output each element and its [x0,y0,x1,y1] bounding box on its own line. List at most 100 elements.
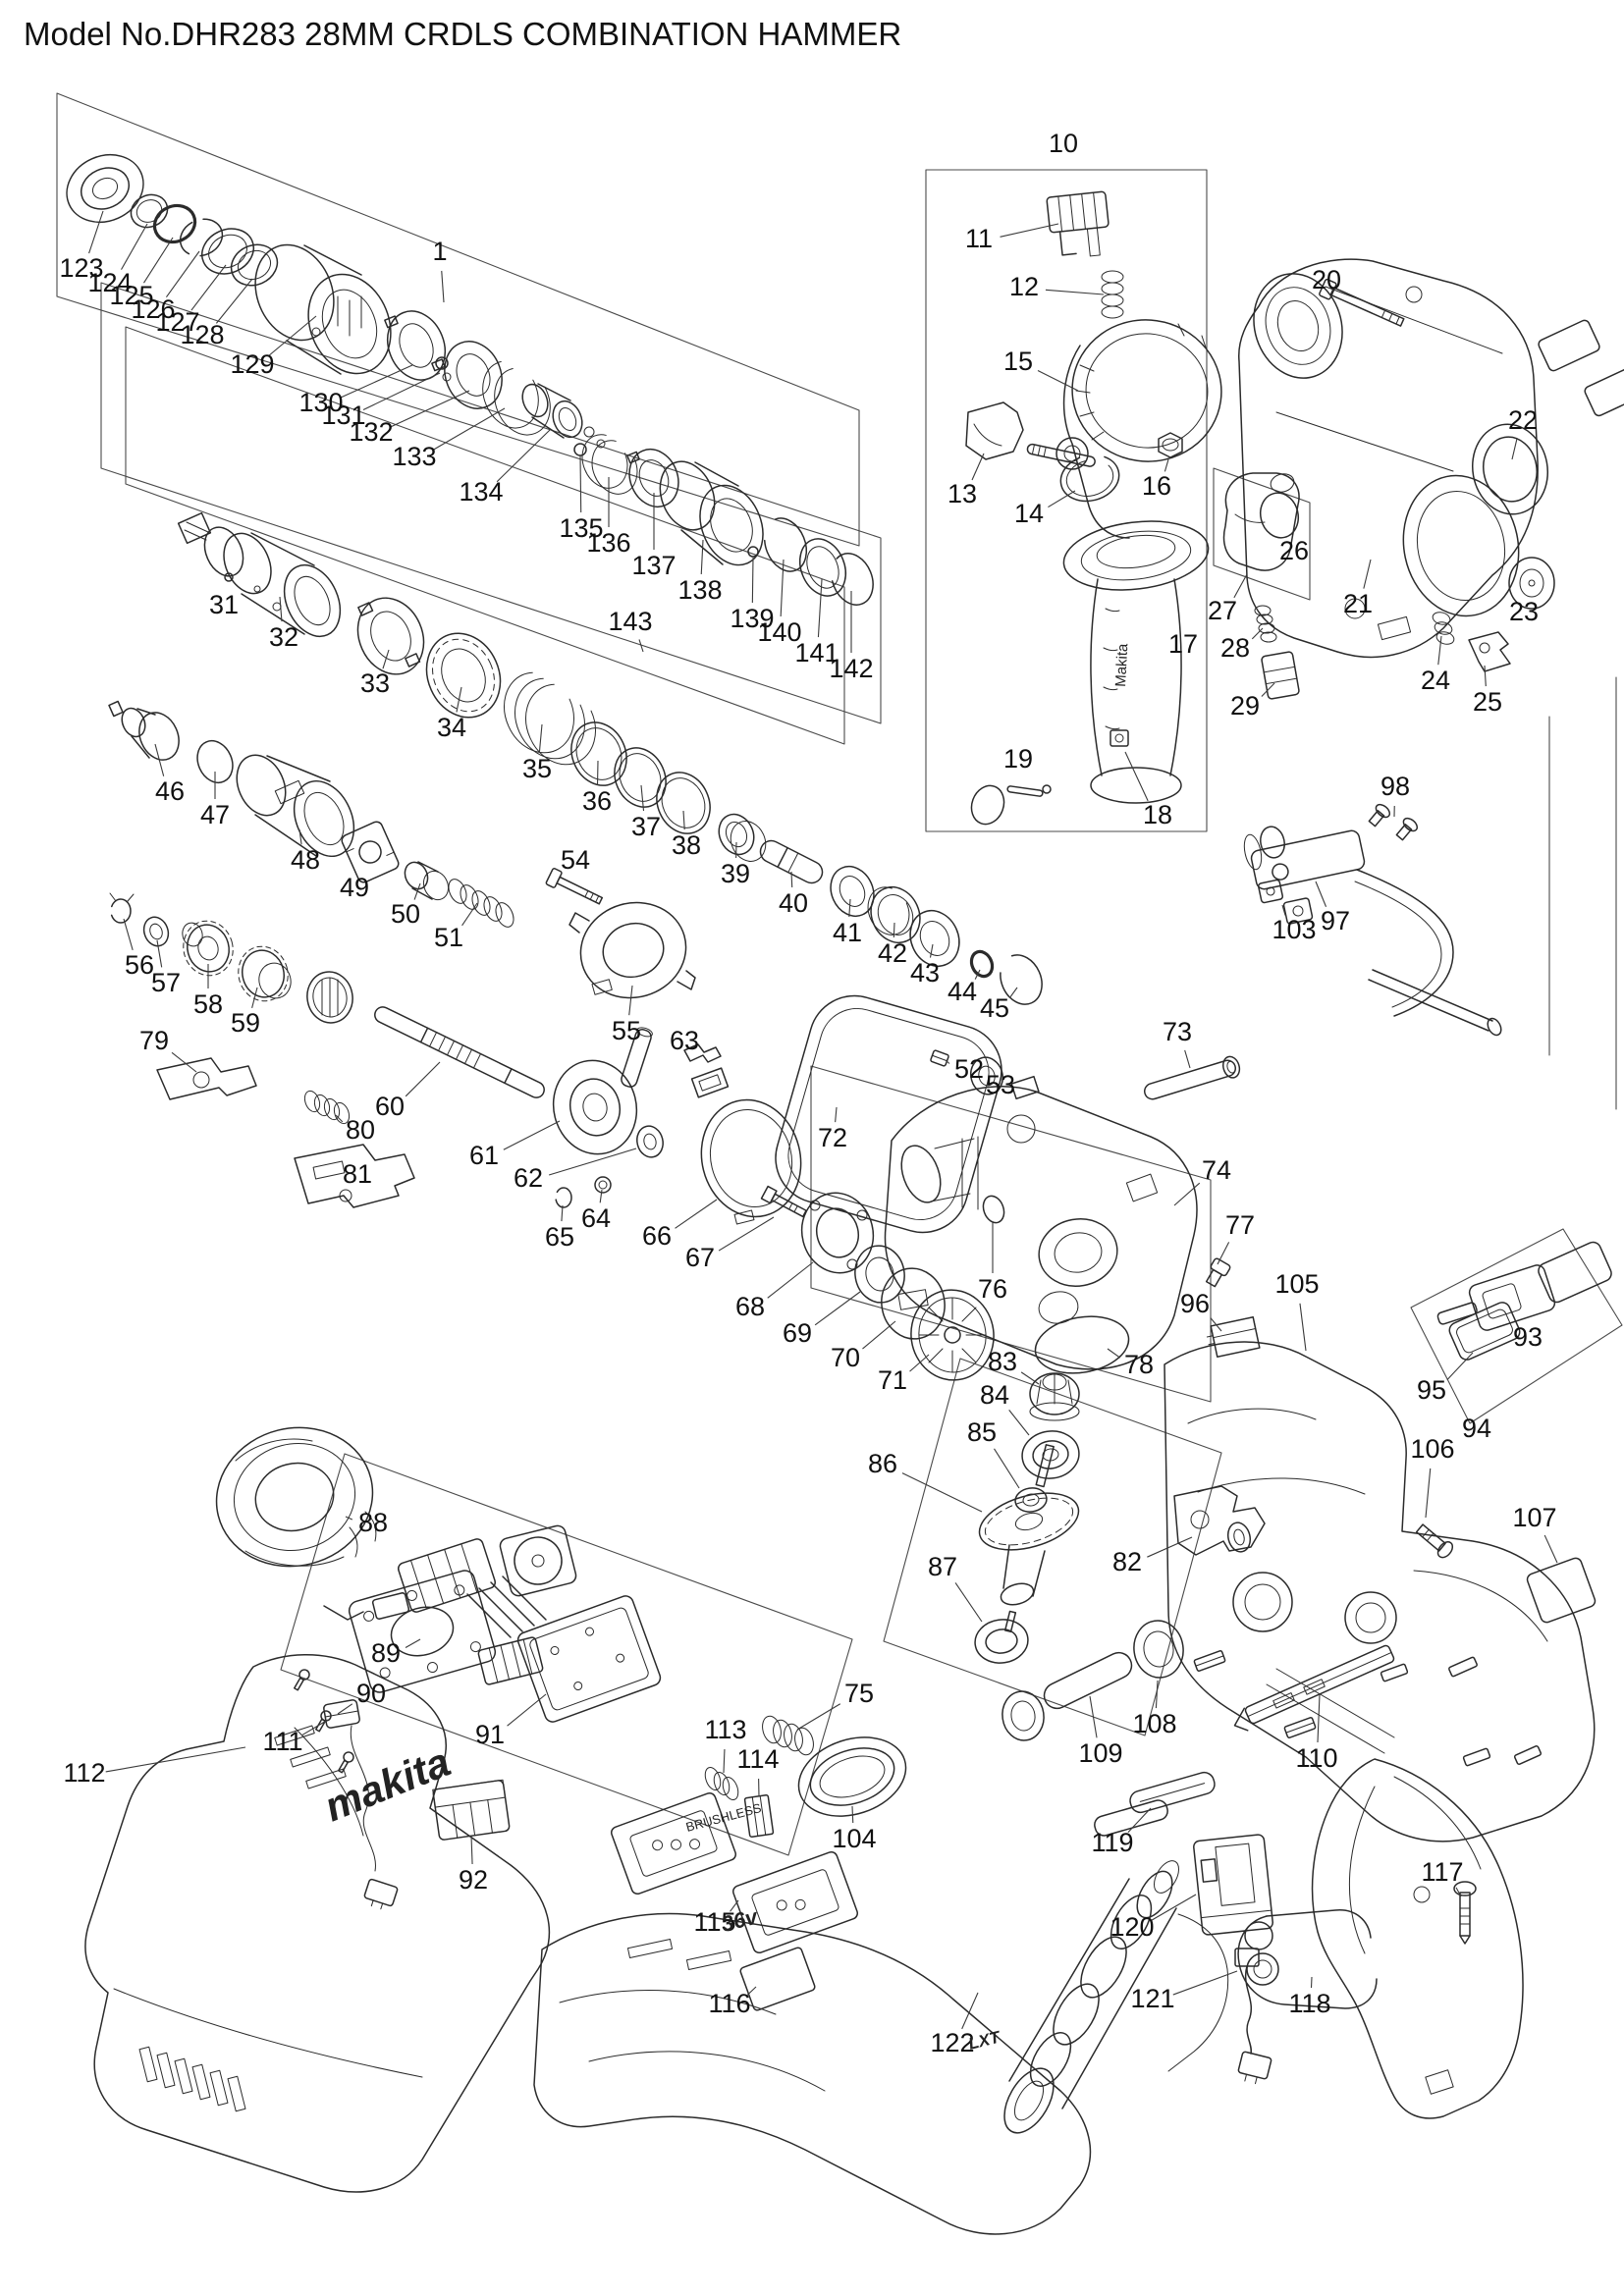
part-label-136: 136 [586,528,630,558]
engraving-brushless: BRUSHLESS [684,1800,763,1835]
leader-line-86 [901,1472,983,1513]
part-label-111: 111 [262,1727,302,1756]
leader-line-64 [599,1189,603,1203]
leader-line-79 [171,1051,197,1073]
leader-line-70 [862,1320,896,1350]
leader-line-82 [1147,1536,1193,1558]
leader-line-46 [154,743,165,776]
leader-line-113 [723,1748,726,1774]
leader-line-131 [362,372,441,410]
leader-line-14 [1048,490,1076,508]
leader-line-73 [1184,1049,1191,1069]
leader-line-132 [390,390,470,428]
part-label-104: 104 [832,1824,876,1853]
engraving-makita: Makita [1112,643,1131,688]
part-label-51: 51 [434,923,463,952]
part-label-76: 76 [978,1274,1007,1304]
part-label-103: 103 [1272,915,1316,944]
part-label-130: 130 [298,388,343,417]
part-label-34: 34 [437,713,466,742]
part-label-91: 91 [475,1720,505,1749]
part-label-121: 121 [1130,1984,1174,2013]
part-label-22: 22 [1508,405,1538,435]
part-label-27: 27 [1208,596,1237,625]
part-label-14: 14 [1014,499,1044,528]
leader-line-38 [682,810,685,830]
part-label-127: 127 [155,307,199,337]
part-label-85: 85 [967,1417,997,1447]
leader-line-62 [548,1148,637,1176]
leader-line-130 [340,364,413,399]
part-label-70: 70 [831,1343,860,1372]
leader-line-143 [638,639,644,653]
part-label-120: 120 [1110,1912,1154,1942]
part-label-26: 26 [1279,536,1309,565]
part-label-15: 15 [1003,347,1033,376]
leader-line-34 [456,686,462,713]
leader-line-59 [251,987,258,1008]
part-label-29: 29 [1230,691,1260,721]
part-label-131: 131 [321,400,365,430]
leader-line-141 [817,578,823,638]
part-label-90: 90 [356,1679,386,1708]
leader-line-13 [971,453,985,481]
leader-line-80 [335,1114,344,1123]
part-label-106: 106 [1410,1434,1454,1464]
part-label-66: 66 [642,1221,672,1251]
leader-line-97 [1315,881,1327,907]
part-label-63: 63 [670,1026,699,1055]
leader-line-107 [1543,1534,1558,1564]
leader-line-29 [1261,682,1275,697]
part-label-128: 128 [180,320,224,349]
part-label-20: 20 [1312,265,1341,294]
leader-line-24 [1437,635,1442,666]
part-label-72: 72 [818,1123,847,1152]
part-label-28: 28 [1220,633,1250,663]
part-label-69: 69 [783,1318,812,1348]
leader-line-122 [961,1992,979,2030]
part-label-53: 53 [986,1070,1015,1099]
part-label-92: 92 [459,1865,488,1895]
part-label-81: 81 [343,1159,372,1189]
part-label-25: 25 [1473,687,1502,717]
leader-line-91 [507,1693,547,1727]
part-label-13: 13 [947,479,977,508]
part-label-24: 24 [1421,666,1450,695]
leader-line-40 [790,871,793,888]
part-label-139: 139 [730,604,774,633]
leader-line-87 [954,1582,983,1623]
leader-line-95 [1446,1352,1474,1380]
part-label-75: 75 [844,1679,874,1708]
leader-line-106 [1425,1468,1432,1519]
part-label-35: 35 [522,754,552,783]
leader-line-110 [1317,1693,1321,1743]
part-label-37: 37 [631,812,661,841]
part-label-61: 61 [469,1141,499,1170]
part-label-45: 45 [980,993,1009,1023]
leader-line-72 [835,1106,838,1123]
part-label-78: 78 [1124,1350,1154,1379]
leader-line-52 [945,1059,950,1064]
part-label-132: 132 [349,417,393,447]
leader-line-1 [441,270,445,303]
leader-line-124 [121,223,148,270]
part-label-56: 56 [125,950,154,980]
part-label-138: 138 [677,575,722,605]
part-label-134: 134 [459,477,503,507]
part-label-46: 46 [155,776,185,806]
part-label-89: 89 [371,1638,401,1668]
leader-line-123 [88,210,104,254]
leader-line-134 [496,429,551,483]
leader-line-50 [413,882,421,900]
part-label-42: 42 [878,938,907,968]
leader-line-42 [893,922,895,938]
leader-line-28 [1251,627,1264,640]
part-label-116: 116 [708,1989,750,2018]
part-label-133: 133 [392,442,436,471]
part-label-125: 125 [109,281,153,310]
leader-line-126 [165,250,200,298]
leader-line-37 [640,784,645,812]
leader-line-18 [1124,751,1149,802]
